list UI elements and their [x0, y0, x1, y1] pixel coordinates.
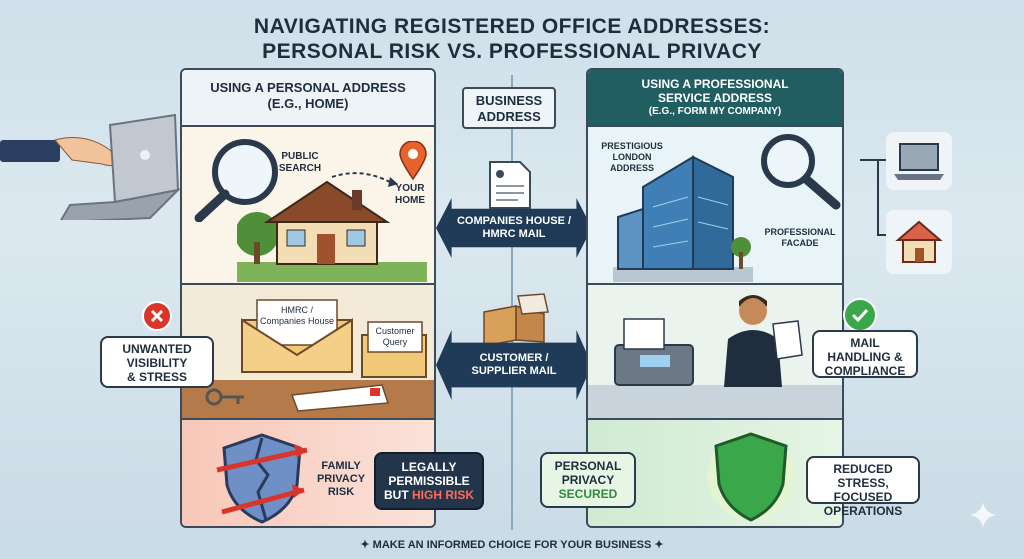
- arrow1-line-1: Companies House /: [456, 215, 572, 227]
- privacy-secured-label: Personal Privacy Secured: [540, 452, 636, 508]
- office-building-icon: [613, 155, 753, 282]
- professional-heading-line-1: Using a Professional: [641, 77, 789, 91]
- envelope-icon: [241, 299, 353, 373]
- parcel-boxes-icon: [483, 293, 549, 347]
- mail-line-3: Compliance: [824, 364, 906, 378]
- reduced-line-2: Focused: [833, 490, 893, 504]
- center-divider: [511, 75, 513, 530]
- legally-line-3: But High Risk: [376, 488, 482, 502]
- hmrc-label: HMRC /: [281, 305, 313, 315]
- customer-envelope-icon: [361, 321, 427, 378]
- title-line-1: Navigating Registered Office Addresses:: [253, 15, 771, 38]
- personal-row-mail: HMRC / Companies House Customer Query: [182, 283, 434, 420]
- footer-sparkle-right: ✦: [651, 539, 664, 551]
- laptop-icon: [894, 143, 944, 180]
- professional-label: Professional: [764, 227, 836, 237]
- personal-heading-line-2: (E.g., Home): [267, 96, 349, 111]
- public-label: Public: [281, 151, 319, 162]
- london-label: London: [612, 152, 652, 162]
- legally-but: But: [383, 488, 409, 502]
- privacy-label: Privacy: [316, 473, 366, 485]
- high-risk-text: High Risk: [412, 488, 475, 502]
- professional-heading-line-3: (E.g., Form My Company): [648, 106, 782, 117]
- customer-label: Customer: [375, 326, 415, 336]
- reduced-line-3: Operations: [823, 504, 903, 518]
- house-illustration: [237, 180, 427, 282]
- title-line-2: Personal Risk vs. Professional Privacy: [262, 40, 762, 63]
- professional-row-building: Prestigious London Address Professional …: [588, 125, 842, 283]
- laptop-hand-illustration: [0, 113, 182, 220]
- family-label: Family: [321, 460, 361, 472]
- reduced-stress-label: Reduced Stress, Focused Operations: [806, 456, 920, 518]
- legally-permissible-label: Legally Permissible But High Risk: [374, 452, 484, 510]
- professional-address-panel: Using a Professional Service Address (E.…: [586, 68, 844, 528]
- prestigious-label: Prestigious: [601, 141, 663, 151]
- customer-query-label: Customer Query: [368, 326, 422, 348]
- footer-sparkle-left: ✦: [360, 539, 373, 551]
- prestigious-address-label: Prestigious London Address: [592, 141, 672, 174]
- reception-desk: [588, 385, 842, 420]
- business-address-box: Business Address: [462, 87, 556, 129]
- legally-line-1: Legally: [401, 460, 457, 474]
- receptionist-illustration: [724, 295, 803, 387]
- professional-panel-heading: Using a Professional Service Address (E.…: [588, 70, 842, 125]
- hmrc-letter-label: HMRC / Companies House: [254, 305, 340, 327]
- mail-line-2: Handling &: [827, 350, 903, 364]
- privacy-label-right: Privacy: [561, 473, 615, 487]
- personal-row-home: Public Search Your Home: [182, 125, 434, 283]
- magnifier-icon-right: [761, 134, 841, 210]
- facade-label: Facade: [781, 238, 819, 248]
- letter-on-desk-icon: [290, 384, 390, 412]
- arrow1-line-2: HMRC Mail: [482, 228, 546, 240]
- arrow2-line-1: Customer /: [479, 352, 549, 364]
- family-privacy-risk-label: Family Privacy Risk: [307, 460, 375, 499]
- secured-label: Secured: [558, 487, 618, 501]
- mail-handling-label: Mail Handling & Compliance: [812, 330, 918, 378]
- your-label: Your: [395, 183, 425, 194]
- green-check-icon: [843, 298, 877, 332]
- location-pin-icon: [399, 141, 427, 181]
- public-search-label: Public Search: [270, 151, 330, 175]
- arrow2-line-2: Supplier Mail: [471, 365, 557, 377]
- unwanted-line-3: & Stress: [126, 370, 187, 384]
- unwanted-visibility-label: Unwanted Visibility & Stress: [100, 336, 214, 388]
- red-x-icon: [142, 301, 172, 331]
- unwanted-line-2: Visibility: [126, 356, 188, 370]
- personal-address-panel: Using a Personal Address (E.g., Home) Pu…: [180, 68, 436, 528]
- search-label: Search: [278, 163, 322, 174]
- scanner-icon: [614, 318, 694, 386]
- professional-facade-label: Professional Facade: [758, 227, 842, 249]
- unwanted-line-1: Unwanted: [122, 342, 192, 356]
- mail-line-1: Mail: [850, 336, 880, 350]
- reduced-line-1: Reduced Stress,: [833, 462, 893, 490]
- risk-label: Risk: [327, 486, 355, 498]
- laptop-icon-tile: [886, 132, 952, 190]
- footer-caption: ✦ Make an Informed Choice for Your Busin…: [0, 538, 1024, 551]
- personal-heading-line-1: Using a Personal Address: [210, 80, 406, 95]
- dashed-arrow-icon: [331, 172, 398, 187]
- footer-text: Make an Informed Choice for Your Busines…: [372, 539, 652, 551]
- address-label-right: Address: [609, 163, 654, 173]
- house-icon-tile: [886, 210, 952, 274]
- document-icon: [489, 161, 531, 209]
- home-label: Home: [395, 195, 425, 206]
- keys-icon: [205, 388, 244, 406]
- sparkle-icon: [970, 502, 996, 528]
- personal-panel-heading: Using a Personal Address (E.g., Home): [182, 70, 434, 125]
- query-label: Query: [382, 337, 408, 347]
- house-icon: [895, 220, 943, 263]
- legally-line-2: Permissible: [388, 474, 470, 488]
- broken-shield-icon: [216, 433, 308, 524]
- companies-house-label: Companies House: [259, 316, 335, 326]
- magnifier-icon: [194, 139, 278, 222]
- personal-label: Personal: [554, 459, 622, 473]
- page-title: Navigating Registered Office Addresses: …: [0, 14, 1024, 64]
- address-label: Address: [477, 109, 541, 124]
- professional-row-mail: [588, 283, 842, 420]
- your-home-label: Your Home: [384, 183, 434, 207]
- business-label: Business: [475, 93, 543, 108]
- professional-heading-line-2: Service Address: [657, 91, 773, 105]
- green-shield-icon: [707, 432, 795, 522]
